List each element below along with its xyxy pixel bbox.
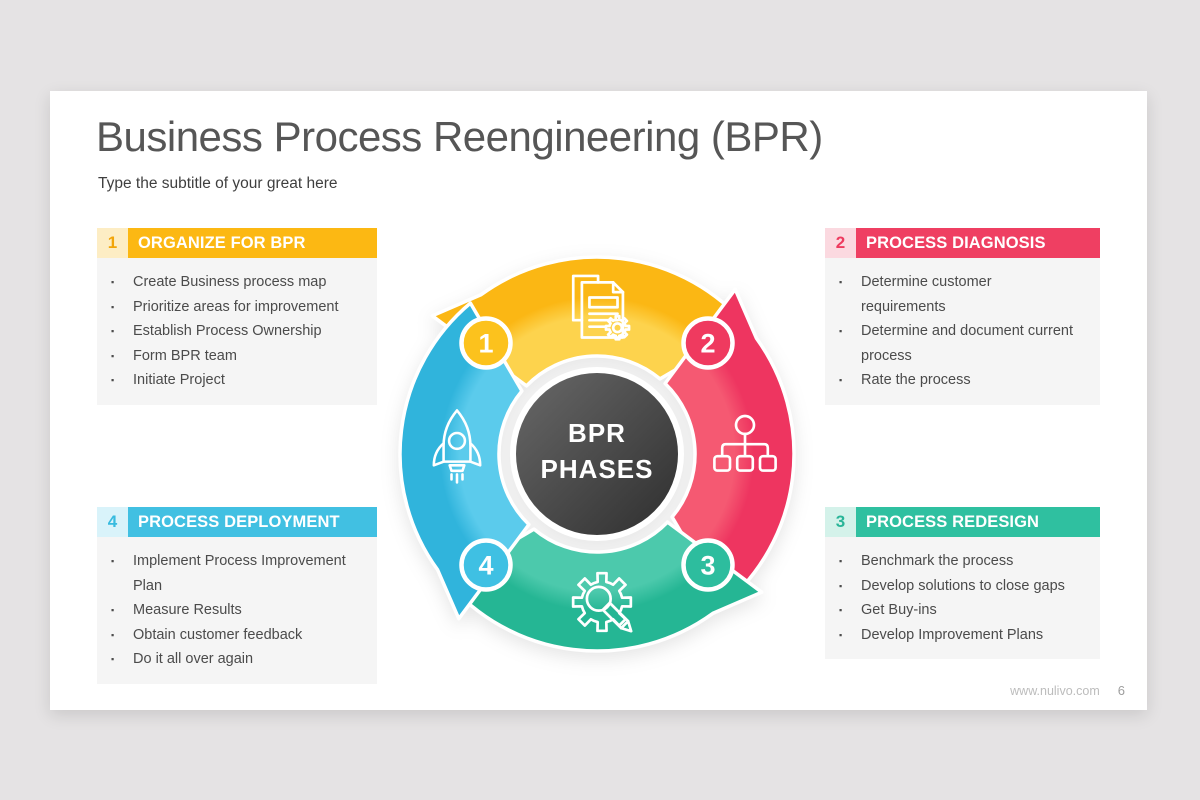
phase-item-list: Create Business process map Prioritize a… [97,258,377,405]
phase-item-list: Implement Process Improvement Plan Measu… [97,537,377,684]
list-item: Form BPR team [111,344,365,369]
bullet-icon [111,598,133,623]
badge-4: 4 [459,538,513,592]
phase-item-list: Determine customer requirements Determin… [825,258,1100,405]
phase-title: ORGANIZE FOR BPR [128,228,377,258]
org-chart-icon [713,414,777,472]
phase-title: PROCESS DIAGNOSIS [856,228,1100,258]
bullet-icon [111,623,133,648]
rocket-icon [432,409,482,484]
bullet-icon [111,270,133,295]
slide-footer: www.nulivo.com 6 [1010,683,1125,698]
list-item: Develop Improvement Plans [839,623,1088,648]
phase-number: 1 [97,228,128,258]
gear-pencil-icon [571,571,633,633]
bullet-icon [839,368,861,393]
phase-box-header: 1 ORGANIZE FOR BPR [97,228,377,258]
phase-box-header: 4 PROCESS DEPLOYMENT [97,507,377,537]
bullet-icon [111,647,133,672]
badge-2: 2 [681,316,735,370]
slide: Business Process Reengineering (BPR) Typ… [50,91,1147,710]
website-url: www.nulivo.com [1010,684,1100,698]
phase-box-organize: 1 ORGANIZE FOR BPR Create Business proce… [97,228,377,405]
bullet-icon [111,368,133,393]
center-label-line2: PHASES [541,454,654,484]
list-item: Measure Results [111,598,365,623]
bullet-icon [839,549,861,574]
list-item: Get Buy-ins [839,598,1088,623]
list-item: Do it all over again [111,647,365,672]
phase-number: 3 [825,507,856,537]
badge-3: 3 [681,538,735,592]
list-item: Establish Process Ownership [111,319,365,344]
center-label-line1: BPR [568,418,626,448]
page-subtitle: Type the subtitle of your great here [98,175,338,192]
list-item: Implement Process Improvement Plan [111,549,365,598]
phase-box-diagnosis: 2 PROCESS DIAGNOSIS Determine customer r… [825,228,1100,405]
bullet-icon [111,549,133,598]
bullet-icon [839,270,861,319]
page-title: Business Process Reengineering (BPR) [96,113,823,160]
list-item: Initiate Project [111,368,365,393]
segment-redesign [444,520,764,653]
badge-number: 4 [478,551,493,581]
bullet-icon [839,598,861,623]
document-gear-icon [571,274,631,341]
phase-box-header: 2 PROCESS DIAGNOSIS [825,228,1100,258]
phase-item-list: Benchmark the process Develop solutions … [825,537,1100,659]
page-number: 6 [1117,683,1125,698]
list-item: Determine customer requirements [839,270,1088,319]
list-item: Develop solutions to close gaps [839,574,1088,599]
list-item: Benchmark the process [839,549,1088,574]
badge-number: 3 [700,551,715,581]
bullet-icon [839,574,861,599]
bullet-icon [111,344,133,369]
center-hub [510,367,684,541]
segment-diagnosis [663,287,796,607]
list-item: Create Business process map [111,270,365,295]
phase-number: 4 [97,507,128,537]
bullet-icon [839,623,861,648]
badge-1: 1 [459,316,513,370]
phase-number: 2 [825,228,856,258]
phase-title: PROCESS REDESIGN [856,507,1100,537]
list-item: Prioritize areas for improvement [111,295,365,320]
phase-title: PROCESS DEPLOYMENT [128,507,377,537]
list-item: Determine and document current process [839,319,1088,368]
bpr-cycle-diagram: BPR PHASES 1 2 3 4 [398,255,796,653]
list-item: Rate the process [839,368,1088,393]
badge-number: 2 [700,329,715,359]
bullet-icon [111,295,133,320]
badge-number: 1 [478,329,493,359]
bullet-icon [111,319,133,344]
list-item: Obtain customer feedback [111,623,365,648]
phase-box-redesign: 3 PROCESS REDESIGN Benchmark the process… [825,507,1100,659]
bullet-icon [839,319,861,368]
phase-box-header: 3 PROCESS REDESIGN [825,507,1100,537]
phase-box-deployment: 4 PROCESS DEPLOYMENT Implement Process I… [97,507,377,684]
